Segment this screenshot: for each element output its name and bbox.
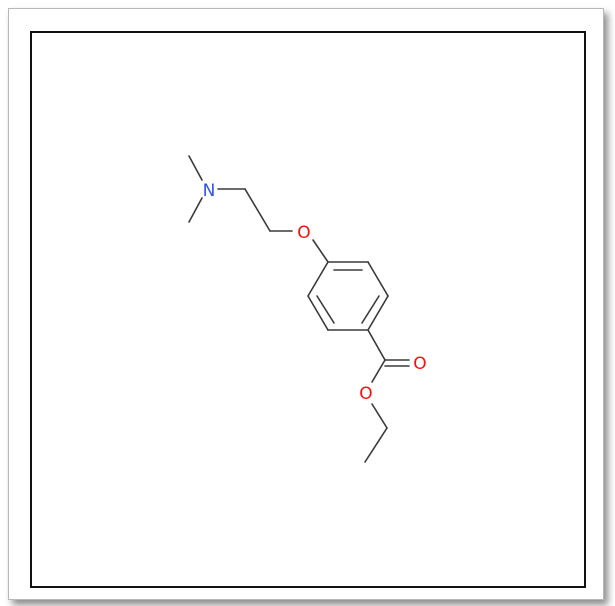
bond-carbonyl-c-ester-o xyxy=(371,359,386,383)
bond-ethyl-ch2-ch3 xyxy=(364,427,388,463)
ring-double-inner-3 xyxy=(316,295,335,324)
bond-o-ether-ring xyxy=(312,239,329,263)
ring-bond-3 xyxy=(367,295,389,331)
ring-double-inner-2 xyxy=(361,295,380,324)
bond-n-methyl-upper xyxy=(188,155,203,181)
ring-bond-5 xyxy=(307,295,329,331)
ether-oxygen-atom-label: O xyxy=(297,223,310,243)
ring-bond-2 xyxy=(367,261,389,297)
ester-oxygen-atom-label: O xyxy=(359,384,372,404)
bond-ester-o-ch2 xyxy=(371,403,388,429)
carbonyl-oxygen-atom-label: O xyxy=(413,354,426,374)
nitrogen-atom-label: N xyxy=(203,181,216,201)
bonds xyxy=(188,155,410,463)
bond-n-methyl-lower xyxy=(188,197,203,223)
bond-ring-carbonyl-c xyxy=(367,329,386,361)
bond-ch2-ch2 xyxy=(244,188,271,232)
ring-bond-6 xyxy=(307,261,329,297)
molecule-canvas xyxy=(30,31,586,588)
